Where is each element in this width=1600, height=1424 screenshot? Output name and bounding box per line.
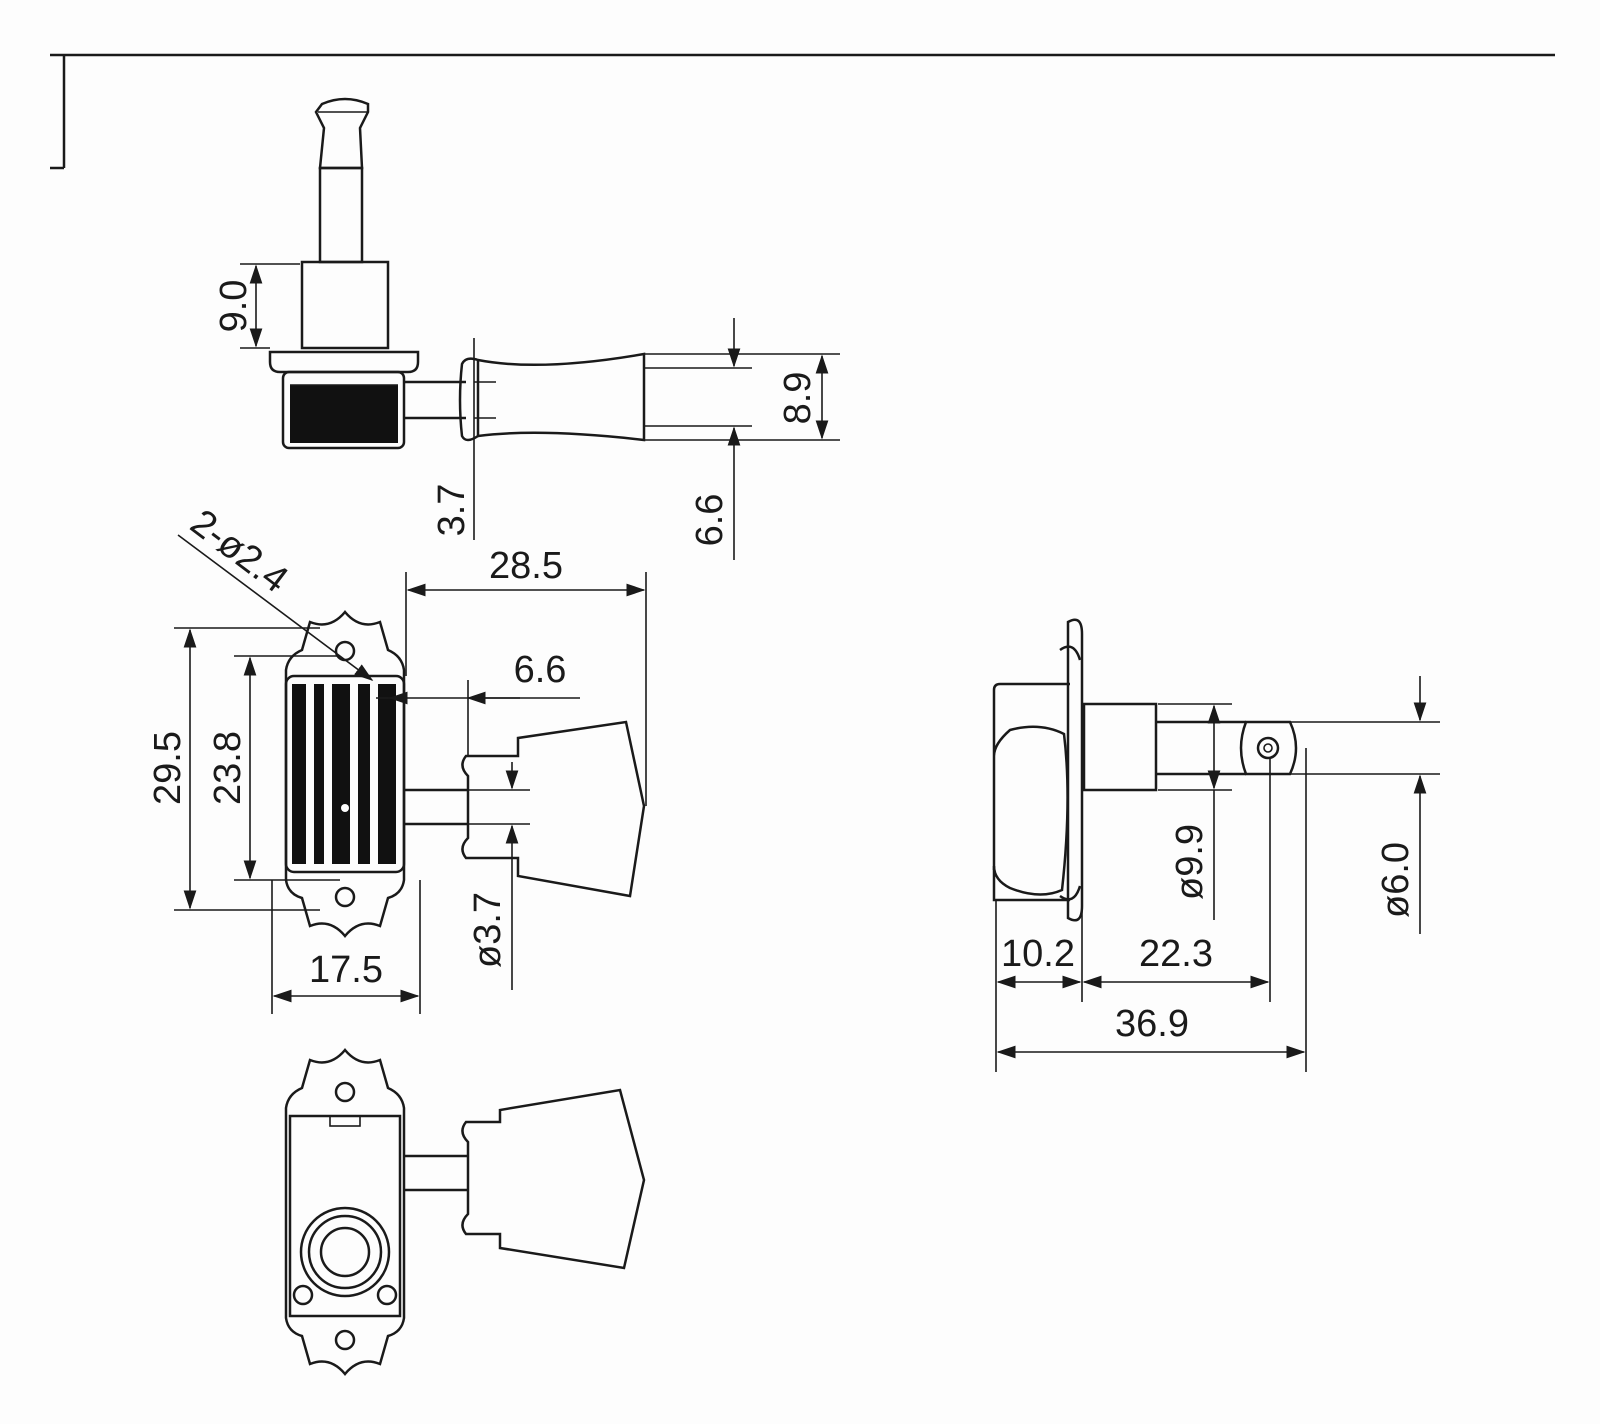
dim-side-lengths: 10.2 22.3 36.9 — [995, 748, 1307, 1072]
back-hole-top — [334, 1081, 356, 1103]
side-view: ø9.9 ø6.0 10.2 22.3 36.9 — [992, 618, 1440, 1072]
dim-post-length-label: 22.3 — [1139, 933, 1213, 975]
dim-shaft-diameter-label: ø3.7 — [467, 892, 509, 968]
back-tuning-button — [461, 1088, 646, 1270]
back-hole-bottom — [334, 1329, 356, 1351]
gear-housing — [268, 350, 420, 450]
back-view — [284, 1048, 646, 1376]
mount-hole-top — [334, 640, 356, 662]
top-view: 9.0 3.7 6.6 8.9 — [213, 97, 840, 560]
string-post — [300, 97, 390, 350]
dim-bushing-dia-label: ø9.9 — [1169, 824, 1211, 900]
side-gear-housing — [992, 682, 1070, 902]
front-view: 2-ø2.4 28.5 6.6 29.5 23.8 — [147, 502, 647, 1014]
tuning-button — [458, 352, 646, 442]
dim-plate-height: 29.5 — [147, 627, 320, 911]
side-bushing — [1082, 702, 1158, 792]
dim-shaft: 3.7 — [431, 338, 496, 540]
back-plate — [284, 1048, 406, 1376]
side-post — [1156, 720, 1298, 776]
dim-overall-length: 28.5 — [405, 545, 647, 806]
dim-knob: 6.6 8.9 — [644, 318, 840, 560]
dim-overall-length-label: 28.5 — [489, 545, 563, 587]
dim-hole-spacing: 23.8 — [207, 655, 340, 881]
dim-knob-neck-label: 6.6 — [689, 494, 731, 547]
dim-collar-height-label: 9.0 — [213, 280, 255, 333]
side-flange — [1066, 618, 1084, 922]
dim-plate-height-label: 29.5 — [147, 731, 189, 805]
dim-post-dia: ø6.0 — [1290, 676, 1440, 934]
dim-collar-height: 9.0 — [213, 263, 300, 349]
dim-bushing-dia: ø9.9 — [1158, 703, 1232, 920]
dim-base-label: 10.2 — [1001, 933, 1075, 975]
dim-plate-width-label: 17.5 — [309, 949, 383, 991]
dim-post-dia-label: ø6.0 — [1375, 842, 1417, 918]
gear-cover — [284, 674, 406, 874]
dim-shaft-offset: 6.6 — [376, 649, 580, 756]
dim-hole-spacing-label: 23.8 — [207, 731, 249, 805]
dim-shaft-diameter: ø3.7 — [467, 762, 530, 990]
shaft — [404, 380, 466, 420]
dim-holes: 2-ø2.4 — [177, 502, 374, 681]
front-shaft — [404, 788, 468, 826]
front-tuning-button — [461, 720, 646, 898]
front-plate — [284, 610, 406, 938]
dim-knob-width-label: 8.9 — [777, 372, 819, 425]
dim-plate-width: 17.5 — [271, 880, 421, 1014]
frame-border — [50, 53, 1555, 170]
dim-shaft-label: 3.7 — [431, 484, 473, 537]
mount-hole-bottom — [334, 886, 356, 908]
dim-shaft-offset-label: 6.6 — [514, 649, 567, 691]
back-bushing-outer — [299, 1206, 391, 1298]
dim-total-label: 36.9 — [1115, 1003, 1189, 1045]
